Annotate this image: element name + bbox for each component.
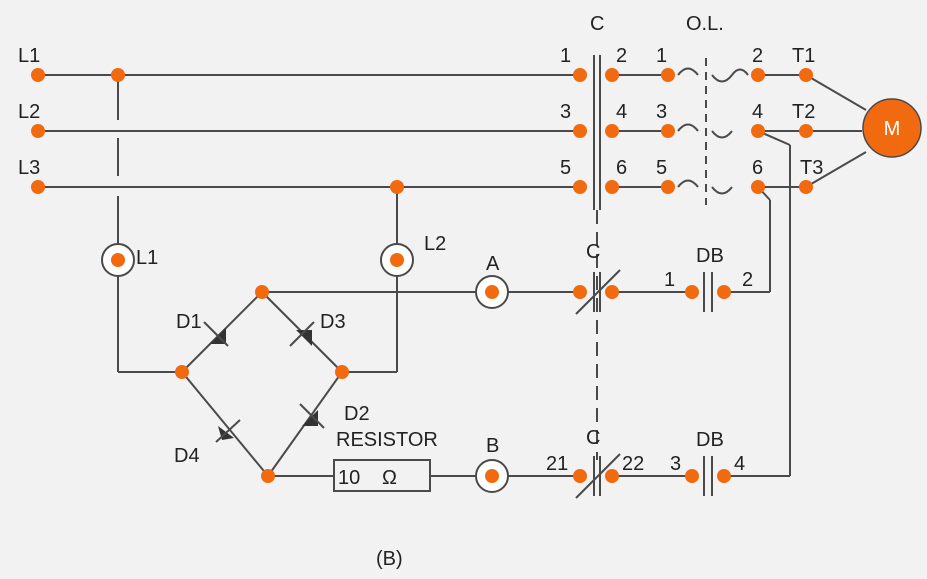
diode-d3-label: D3 <box>320 311 346 333</box>
terminal-dot <box>717 285 731 299</box>
figure-caption: (B) <box>376 548 403 570</box>
lamp-l2 <box>380 243 414 277</box>
terminal-dot <box>799 180 813 194</box>
terminal-dot <box>111 68 125 82</box>
contactor-aux-b <box>575 453 621 499</box>
terminal-dot <box>573 124 587 138</box>
db-lower-label: DB <box>696 429 724 451</box>
terminal-dot <box>573 469 587 483</box>
terminal-dot <box>605 124 619 138</box>
db-upper-t2: 2 <box>742 269 753 291</box>
resistor-value: 10 <box>338 467 360 489</box>
ol-in-1: 1 <box>656 45 667 67</box>
diode-d4-label: D4 <box>174 445 200 467</box>
lamp-l1-label: L1 <box>136 247 158 269</box>
lamp-a <box>475 275 509 309</box>
motor-label: M <box>884 118 901 140</box>
db-contact-lower <box>703 456 713 496</box>
motor-lead-t3: T3 <box>800 157 823 179</box>
terminal-dot <box>31 68 45 82</box>
contactor-terminal-5: 5 <box>560 157 571 179</box>
db-contact-upper <box>703 272 713 312</box>
terminal-dot <box>751 124 765 138</box>
db-upper-label: DB <box>696 245 724 267</box>
contactor-terminal-2: 2 <box>616 45 627 67</box>
contactor-main <box>593 55 601 460</box>
terminal-dot <box>255 285 269 299</box>
terminal-dot <box>717 469 731 483</box>
resistor-label: RESISTOR <box>336 429 438 451</box>
terminal-dot <box>335 365 349 379</box>
ol-out-4: 4 <box>752 101 763 123</box>
terminal-dot <box>751 68 765 82</box>
lamp-l2-label: L2 <box>424 233 446 255</box>
terminal-dot <box>605 180 619 194</box>
diode-d2-icon <box>299 403 325 429</box>
aux-b-terminal-22: 22 <box>622 453 644 475</box>
line-l2-label: L2 <box>18 101 40 123</box>
terminal-dot <box>261 469 275 483</box>
contactor-terminal-4: 4 <box>616 101 627 123</box>
motor-lead-t1: T1 <box>792 45 815 67</box>
diode-d4-icon <box>215 419 241 443</box>
terminal-dot <box>799 124 813 138</box>
ol-in-5: 5 <box>656 157 667 179</box>
terminal-dot <box>661 124 675 138</box>
terminal-dot <box>390 180 404 194</box>
terminal-dot <box>661 68 675 82</box>
diode-d3-icon <box>289 321 315 347</box>
terminal-dot <box>751 180 765 194</box>
ol-out-2: 2 <box>752 45 763 67</box>
terminal-dot <box>605 285 619 299</box>
terminal-dot <box>661 180 675 194</box>
lamp-l1 <box>101 243 135 277</box>
terminal-dot <box>605 469 619 483</box>
contactor-terminal-6: 6 <box>616 157 627 179</box>
aux-b-label: C <box>586 427 600 449</box>
db-lower-t1: 3 <box>670 453 681 475</box>
ol-in-3: 3 <box>656 101 667 123</box>
lamp-a-label: A <box>486 253 500 275</box>
terminal-dot <box>605 68 619 82</box>
contactor-terminal-1: 1 <box>560 45 571 67</box>
diode-d1-label: D1 <box>176 311 202 333</box>
terminals <box>31 68 813 483</box>
overload-label: O.L. <box>686 13 724 35</box>
line-l3-label: L3 <box>18 157 40 179</box>
diode-d2-label: D2 <box>344 403 370 425</box>
terminal-dot <box>573 68 587 82</box>
lamp-b-label: B <box>486 435 499 457</box>
motor-lead-t2: T2 <box>792 101 815 123</box>
contactor-aux-a <box>575 269 621 315</box>
terminal-dot <box>799 68 813 82</box>
terminal-dot <box>685 285 699 299</box>
aux-b-terminal-21: 21 <box>546 453 568 475</box>
aux-a-label: C <box>586 241 600 263</box>
lamp-b <box>475 459 509 493</box>
db-upper-t1: 1 <box>664 269 675 291</box>
labels: L1 L2 L3 C O.L. 1 2 3 4 5 6 1 3 5 2 4 6 … <box>18 13 823 570</box>
contactor-label: C <box>590 13 604 35</box>
resistor-unit: Ω <box>382 467 397 489</box>
line-l1-label: L1 <box>18 45 40 67</box>
terminal-dot <box>175 365 189 379</box>
terminal-dot <box>573 180 587 194</box>
terminal-dot <box>573 285 587 299</box>
terminal-dot <box>31 124 45 138</box>
terminal-dot <box>685 469 699 483</box>
ol-out-6: 6 <box>752 157 763 179</box>
contactor-terminal-3: 3 <box>560 101 571 123</box>
terminal-dot <box>31 180 45 194</box>
db-lower-t2: 4 <box>734 453 745 475</box>
diode-d1-icon <box>203 321 229 347</box>
motor: M <box>862 98 922 158</box>
wires <box>38 74 867 477</box>
resistor-body <box>333 459 431 492</box>
overload-relay <box>677 58 749 205</box>
